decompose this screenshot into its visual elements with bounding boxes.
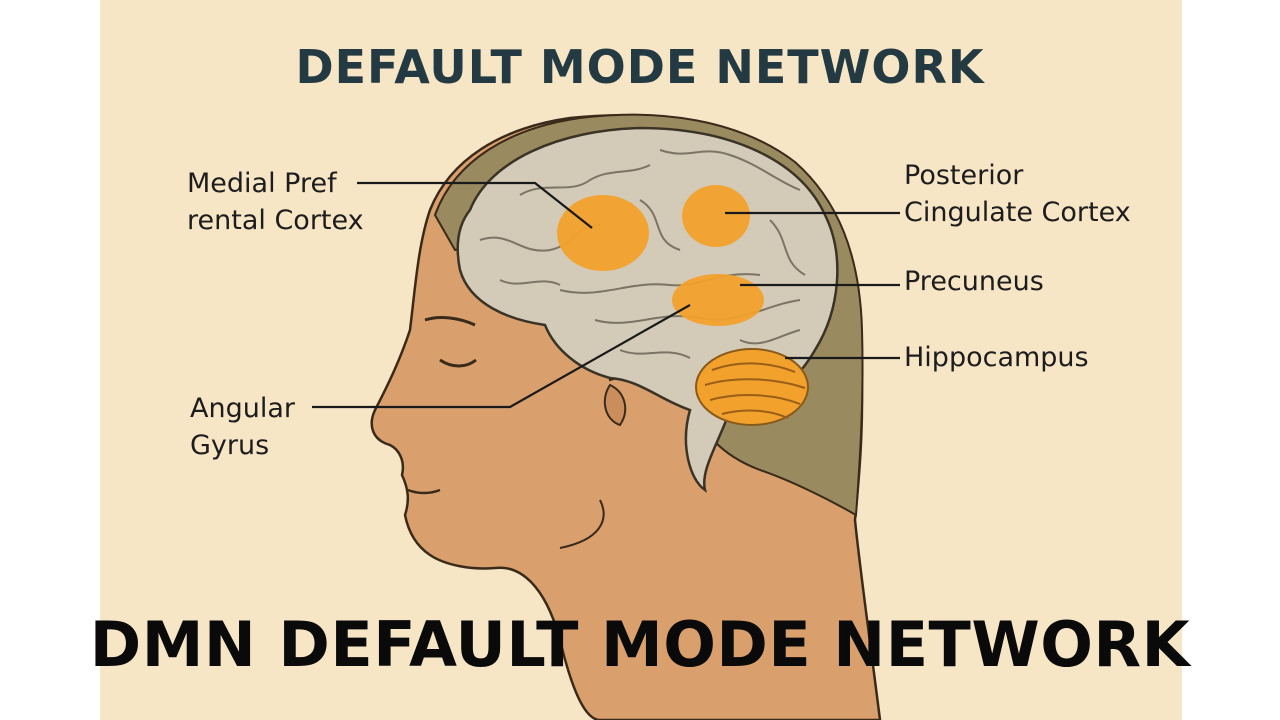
caption-banner: DMN DEFAULT MODE NETWORK: [89, 608, 1191, 681]
label-angular-line2: Gyrus: [190, 430, 270, 461]
mpfc-region: [557, 195, 649, 271]
label-hippocampus: Hippocampus: [904, 342, 1089, 373]
leader-lines: [312, 181, 900, 409]
hippocampus-region: [695, 348, 809, 426]
label-angular-line1: Angular: [190, 393, 295, 424]
jaw-line: [559, 499, 605, 549]
label-pcc-line1: Posterior: [904, 160, 1024, 191]
mouth: [407, 488, 441, 495]
ear: [603, 383, 627, 427]
eyebrow: [424, 316, 476, 327]
closed-eye: [439, 358, 477, 368]
hippocampus-folds: [704, 362, 806, 419]
label-pcc-line2: Cingulate Cortex: [904, 197, 1131, 228]
diagram-title: DEFAULT MODE NETWORK: [295, 40, 985, 94]
label-mpfc-line2: rental Cortex: [187, 205, 364, 236]
label-medial-prefrontal-cortex: Medial Pref rental Cortex: [187, 165, 364, 239]
label-posterior-cingulate-cortex: Posterior Cingulate Cortex: [904, 157, 1131, 231]
label-mpfc-line1: Medial Pref: [187, 168, 337, 199]
pcc-region: [682, 185, 750, 247]
label-precuneus: Precuneus: [904, 266, 1044, 297]
precuneus-region: [672, 274, 764, 326]
label-angular-gyrus: Angular Gyrus: [190, 390, 295, 464]
